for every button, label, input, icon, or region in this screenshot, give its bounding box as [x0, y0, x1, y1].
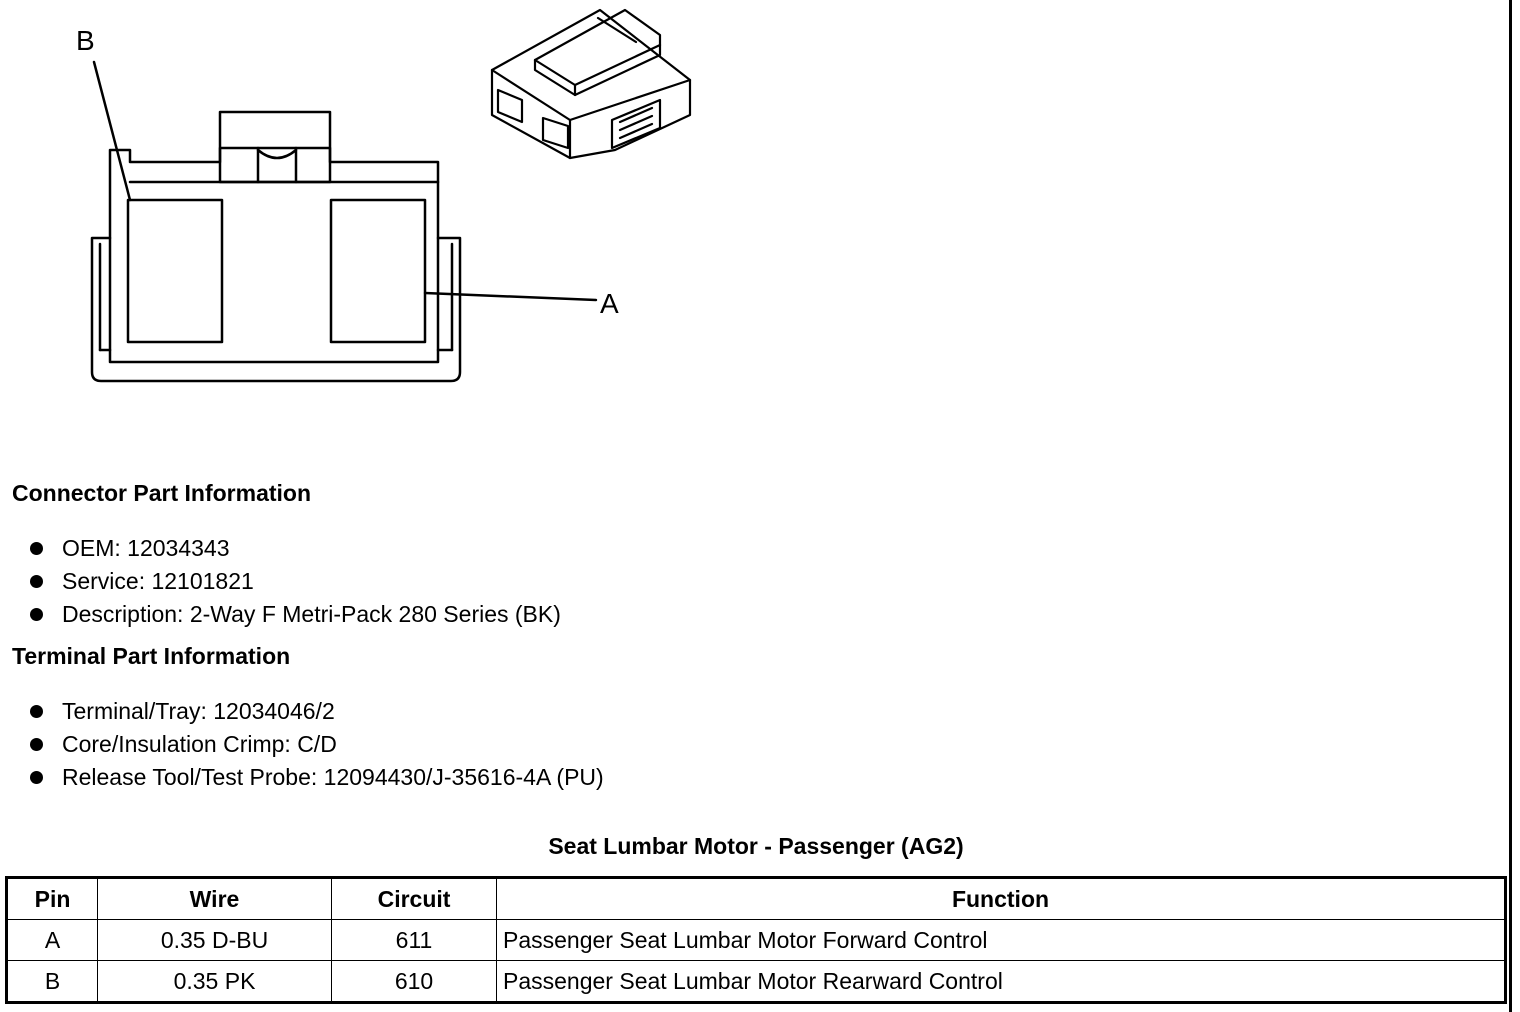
connector-info-heading: Connector Part Information [12, 480, 312, 506]
cell-wire: 0.35 PK [97, 960, 332, 1003]
cell-circuit: 611 [331, 919, 497, 961]
header-wire: Wire [97, 877, 332, 920]
terminal-info-heading: Terminal Part Information [12, 643, 291, 669]
list-item: Description: 2-Way F Metri-Pack 280 Seri… [0, 598, 561, 631]
connector-isometric-view [490, 8, 692, 160]
list-item: Terminal/Tray: 12034046/2 [0, 695, 604, 728]
header-function: Function [496, 877, 1506, 920]
connector-face-view [90, 60, 598, 383]
list-item-text: Terminal/Tray: 12034046/2 [62, 698, 335, 724]
page-right-border [1509, 0, 1512, 1012]
list-item-text: Release Tool/Test Probe: 12094430/J-3561… [62, 764, 604, 790]
pin-table: Pin Wire Circuit Function A 0.35 D-BU 61… [5, 876, 1507, 1004]
list-item-text: Core/Insulation Crimp: C/D [62, 731, 337, 757]
terminal-info-list: Terminal/Tray: 12034046/2 Core/Insulatio… [0, 695, 604, 794]
connector-info-list: OEM: 12034343 Service: 12101821 Descript… [0, 532, 561, 631]
header-circuit: Circuit [331, 877, 497, 920]
cell-function: Passenger Seat Lumbar Motor Rearward Con… [496, 960, 1506, 1003]
bullet-icon [30, 575, 43, 588]
table-row: A 0.35 D-BU 611 Passenger Seat Lumbar Mo… [6, 919, 1506, 961]
list-item-text: Description: 2-Way F Metri-Pack 280 Seri… [62, 601, 561, 627]
list-item-text: OEM: 12034343 [62, 535, 230, 561]
bullet-icon [30, 542, 43, 555]
list-item: Release Tool/Test Probe: 12094430/J-3561… [0, 761, 604, 794]
cell-function: Passenger Seat Lumbar Motor Forward Cont… [496, 919, 1506, 961]
list-item: Core/Insulation Crimp: C/D [0, 728, 604, 761]
table-title: Seat Lumbar Motor - Passenger (AG2) [548, 833, 964, 859]
cell-pin: A [6, 919, 98, 961]
cavity-a [329, 198, 427, 344]
cell-wire: 0.35 D-BU [97, 919, 332, 961]
cell-pin: B [6, 960, 98, 1003]
connector-diagram: B A [76, 8, 692, 383]
list-item-text: Service: 12101821 [62, 568, 254, 594]
bullet-icon [30, 705, 43, 718]
cavity-b [126, 198, 224, 344]
bullet-icon [30, 771, 43, 784]
header-pin: Pin [6, 877, 98, 920]
callout-b-label: B [76, 25, 95, 56]
table-row: B 0.35 PK 610 Passenger Seat Lumbar Moto… [6, 960, 1506, 1003]
list-item: OEM: 12034343 [0, 532, 561, 565]
bullet-icon [30, 738, 43, 751]
bullet-icon [30, 608, 43, 621]
table-header-row: Pin Wire Circuit Function [6, 877, 1506, 920]
cell-circuit: 610 [331, 960, 497, 1003]
callout-a-label: A [600, 288, 619, 319]
list-item: Service: 12101821 [0, 565, 561, 598]
